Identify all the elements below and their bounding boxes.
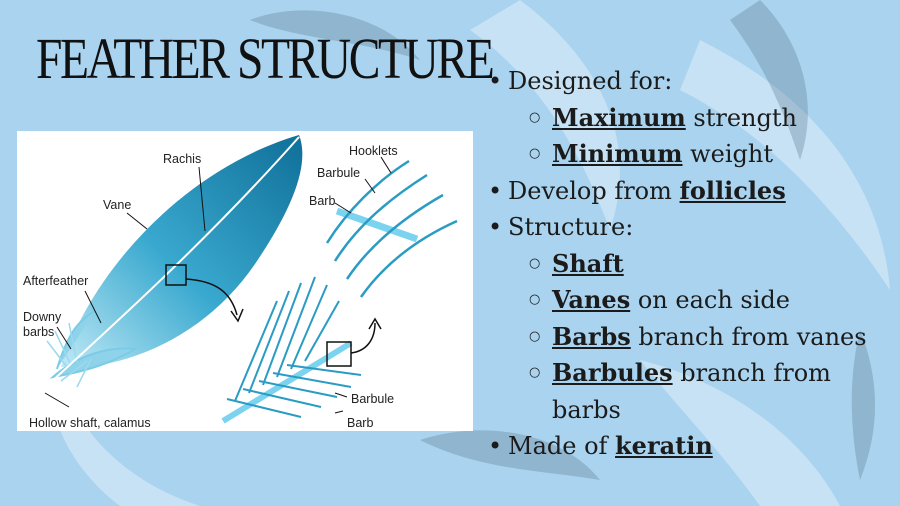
sub-bullet-vanes: Vanes on each side <box>486 282 896 319</box>
label-barbule-top: Barbule <box>317 166 360 180</box>
bullet-text: barbs <box>552 395 621 424</box>
keyword: Minimum <box>552 139 683 168</box>
sub-bullet-shaft: Shaft <box>486 246 896 283</box>
bullet-text: Made of <box>508 432 616 460</box>
label-leaders <box>44 156 392 414</box>
bullet-text: branch from vanes <box>630 322 867 351</box>
bullet-text: branch from <box>672 359 831 387</box>
feather-shaft <box>38 136 300 394</box>
label-downy-barbs-2: barbs <box>23 325 54 339</box>
keyword: Shaft <box>552 248 624 278</box>
feather-vane <box>61 135 303 367</box>
sub-bullet-minimum: Minimum weight <box>486 136 896 173</box>
keyword: Maximum <box>552 102 686 132</box>
zoom-box-vane <box>165 264 187 286</box>
label-barb-top: Barb <box>309 194 335 208</box>
feather-diagram: Rachis Vane Afterfeather Downy barbs Hol… <box>17 131 473 431</box>
barb-cluster <box>221 276 362 424</box>
label-barb-bottom: Barb <box>347 416 373 430</box>
label-hooklets: Hooklets <box>349 144 398 158</box>
label-downy-barbs-1: Downy <box>23 310 62 324</box>
bullet-text: weight <box>682 140 774 168</box>
barbule-detail <box>325 159 458 298</box>
label-afterfeather: Afterfeather <box>23 274 88 288</box>
bullet-text: Structure: <box>508 213 634 241</box>
label-barbule-bottom: Barbule <box>351 392 394 406</box>
keyword: follicles <box>679 175 786 205</box>
feather-illustration: Rachis Vane Afterfeather Downy barbs Hol… <box>23 135 458 430</box>
bullet-keratin: Made of keratin <box>486 428 896 465</box>
zoom-box-barb <box>326 341 352 367</box>
keyword: Barbs <box>552 321 631 351</box>
label-hollow-shaft: Hollow shaft, calamus <box>29 416 151 430</box>
sub-bullet-barbules-wrap: barbs <box>486 392 896 429</box>
bullet-list: Designed for: Maximum strength Minimum w… <box>486 63 896 465</box>
keyword: Barbules <box>552 358 673 387</box>
bullet-structure: Structure: <box>486 209 896 246</box>
label-rachis: Rachis <box>163 152 201 166</box>
label-vane: Vane <box>103 198 131 212</box>
bullet-text: strength <box>685 103 797 132</box>
bullet-text: Designed for: <box>508 67 673 95</box>
slide-title: FEATHER STRUCTURE <box>36 26 495 91</box>
keyword: keratin <box>615 431 713 460</box>
bullet-text: on each side <box>630 286 790 314</box>
keyword: Vanes <box>552 285 631 314</box>
bullet-follicles: Develop from follicles <box>486 173 896 210</box>
sub-bullet-maximum: Maximum strength <box>486 100 896 137</box>
bullet-text: Develop from <box>508 176 680 205</box>
sub-bullet-barbs: Barbs branch from vanes <box>486 319 896 356</box>
sub-bullet-barbules: Barbules branch from <box>486 355 896 392</box>
bullet-designed-for: Designed for: <box>486 63 896 100</box>
